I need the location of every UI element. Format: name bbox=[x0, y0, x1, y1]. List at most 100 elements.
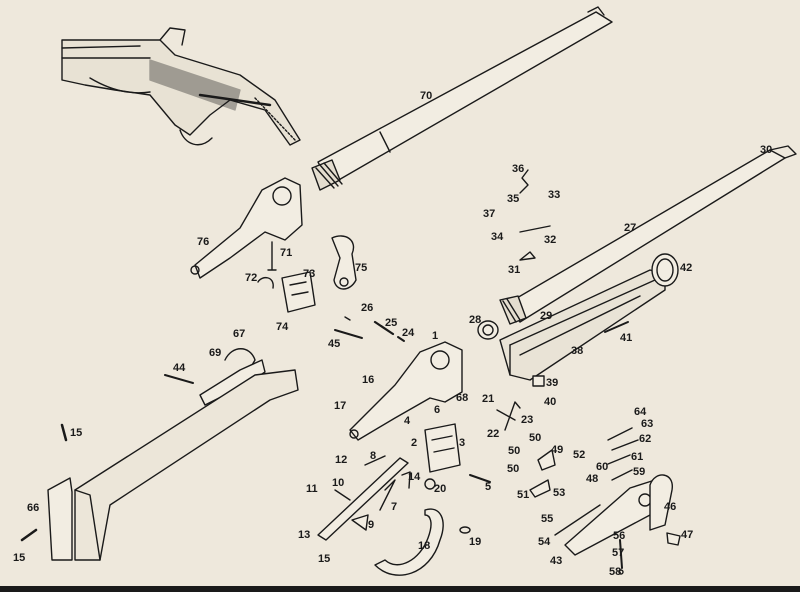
breech-block-73 bbox=[281, 271, 316, 313]
lever-18 bbox=[374, 508, 444, 576]
part-9 bbox=[351, 514, 369, 531]
callout-51: 51 bbox=[517, 489, 530, 501]
callout-8: 8 bbox=[370, 450, 377, 462]
callout-47: 47 bbox=[681, 529, 694, 541]
part-10 bbox=[334, 489, 351, 501]
callout-50c: 50 bbox=[507, 463, 520, 475]
callout-11: 11 bbox=[306, 483, 318, 495]
callout-13: 13 bbox=[298, 529, 311, 541]
callout-48: 48 bbox=[586, 473, 599, 485]
callout-17: 17 bbox=[334, 400, 347, 412]
callout-58: 58 bbox=[609, 566, 622, 578]
callout-50a: 50 bbox=[529, 432, 542, 444]
spring-23 bbox=[496, 409, 516, 421]
parts-60-64 bbox=[607, 427, 639, 481]
receiver-76 bbox=[190, 177, 303, 279]
callout-63: 63 bbox=[641, 418, 654, 430]
callout-21: 21 bbox=[482, 393, 495, 405]
lock-block-3 bbox=[424, 423, 461, 473]
callout-42: 42 bbox=[680, 262, 693, 274]
part-19 bbox=[459, 526, 471, 534]
callout-54: 54 bbox=[538, 536, 551, 548]
callout-69: 69 bbox=[209, 347, 222, 359]
spring-8 bbox=[364, 455, 386, 466]
callout-68: 68 bbox=[456, 392, 469, 404]
spring-54 bbox=[554, 504, 601, 536]
bottom-border bbox=[0, 586, 800, 592]
pin-45 bbox=[334, 329, 363, 339]
callout-43: 43 bbox=[550, 555, 563, 567]
nut-39 bbox=[532, 375, 545, 387]
callout-73: 73 bbox=[303, 268, 316, 280]
forearm-38 bbox=[499, 269, 666, 381]
buttstock bbox=[74, 369, 299, 561]
callout-34: 34 bbox=[491, 231, 504, 243]
pin-41 bbox=[604, 321, 629, 333]
callout-15b: 15 bbox=[13, 552, 26, 564]
part-14 bbox=[401, 471, 411, 489]
cutaway-action-inset bbox=[61, 27, 301, 146]
hammer-75 bbox=[331, 235, 357, 290]
callout-44: 44 bbox=[173, 362, 186, 374]
callout-67: 67 bbox=[233, 328, 246, 340]
callout-5: 5 bbox=[485, 481, 492, 493]
callout-29: 29 bbox=[540, 310, 553, 322]
callout-10: 10 bbox=[332, 477, 345, 489]
part-71 bbox=[267, 241, 277, 271]
callout-6: 6 bbox=[434, 404, 441, 416]
callout-55: 55 bbox=[541, 513, 554, 525]
callout-26: 26 bbox=[361, 302, 374, 314]
callout-14: 14 bbox=[408, 471, 421, 483]
part-51 bbox=[529, 479, 551, 498]
sleeve-28 bbox=[477, 320, 499, 340]
forend-cap-42 bbox=[651, 253, 679, 287]
screw-47 bbox=[666, 532, 681, 546]
hammer-46 bbox=[649, 474, 673, 531]
callout-18: 18 bbox=[418, 540, 431, 552]
callout-64: 64 bbox=[634, 406, 647, 418]
callout-61: 61 bbox=[631, 451, 644, 463]
callout-24: 24 bbox=[402, 327, 415, 339]
callout-37: 37 bbox=[483, 208, 496, 220]
spring-7 bbox=[379, 479, 396, 511]
pin-44 bbox=[164, 374, 194, 384]
callout-15a: 15 bbox=[70, 427, 83, 439]
link-69 bbox=[199, 359, 266, 406]
callout-66: 66 bbox=[27, 502, 40, 514]
screw-15b bbox=[20, 528, 38, 542]
lever-67 bbox=[224, 348, 256, 373]
magazine-tube-27 bbox=[499, 145, 797, 325]
callout-9: 9 bbox=[368, 519, 375, 531]
callout-56: 56 bbox=[613, 530, 626, 542]
callout-7: 7 bbox=[391, 501, 398, 513]
callout-2: 2 bbox=[411, 437, 418, 449]
callout-4: 4 bbox=[404, 415, 411, 427]
callout-28: 28 bbox=[469, 314, 482, 326]
callout-39: 39 bbox=[546, 377, 559, 389]
callout-35: 35 bbox=[507, 193, 520, 205]
callout-62: 62 bbox=[639, 433, 652, 445]
callout-32: 32 bbox=[544, 234, 557, 246]
callout-20: 20 bbox=[434, 483, 447, 495]
callout-3: 3 bbox=[459, 437, 466, 449]
callout-72: 72 bbox=[245, 272, 258, 284]
callout-50b: 50 bbox=[508, 445, 521, 457]
callout-45: 45 bbox=[328, 338, 341, 350]
butt-plate-66 bbox=[47, 477, 73, 561]
callout-59: 59 bbox=[633, 466, 646, 478]
callout-41: 41 bbox=[620, 332, 633, 344]
callout-75: 75 bbox=[355, 262, 368, 274]
callout-12: 12 bbox=[335, 454, 348, 466]
callout-57: 57 bbox=[612, 547, 625, 559]
callout-38: 38 bbox=[571, 345, 584, 357]
pin-25 bbox=[373, 320, 395, 336]
callout-16: 16 bbox=[362, 374, 375, 386]
spring-21 bbox=[504, 401, 521, 431]
parts-56-58 bbox=[618, 539, 624, 575]
callout-36: 36 bbox=[512, 163, 525, 175]
callout-30: 30 bbox=[760, 144, 773, 156]
part-31 bbox=[519, 251, 536, 261]
callout-33: 33 bbox=[548, 189, 561, 201]
